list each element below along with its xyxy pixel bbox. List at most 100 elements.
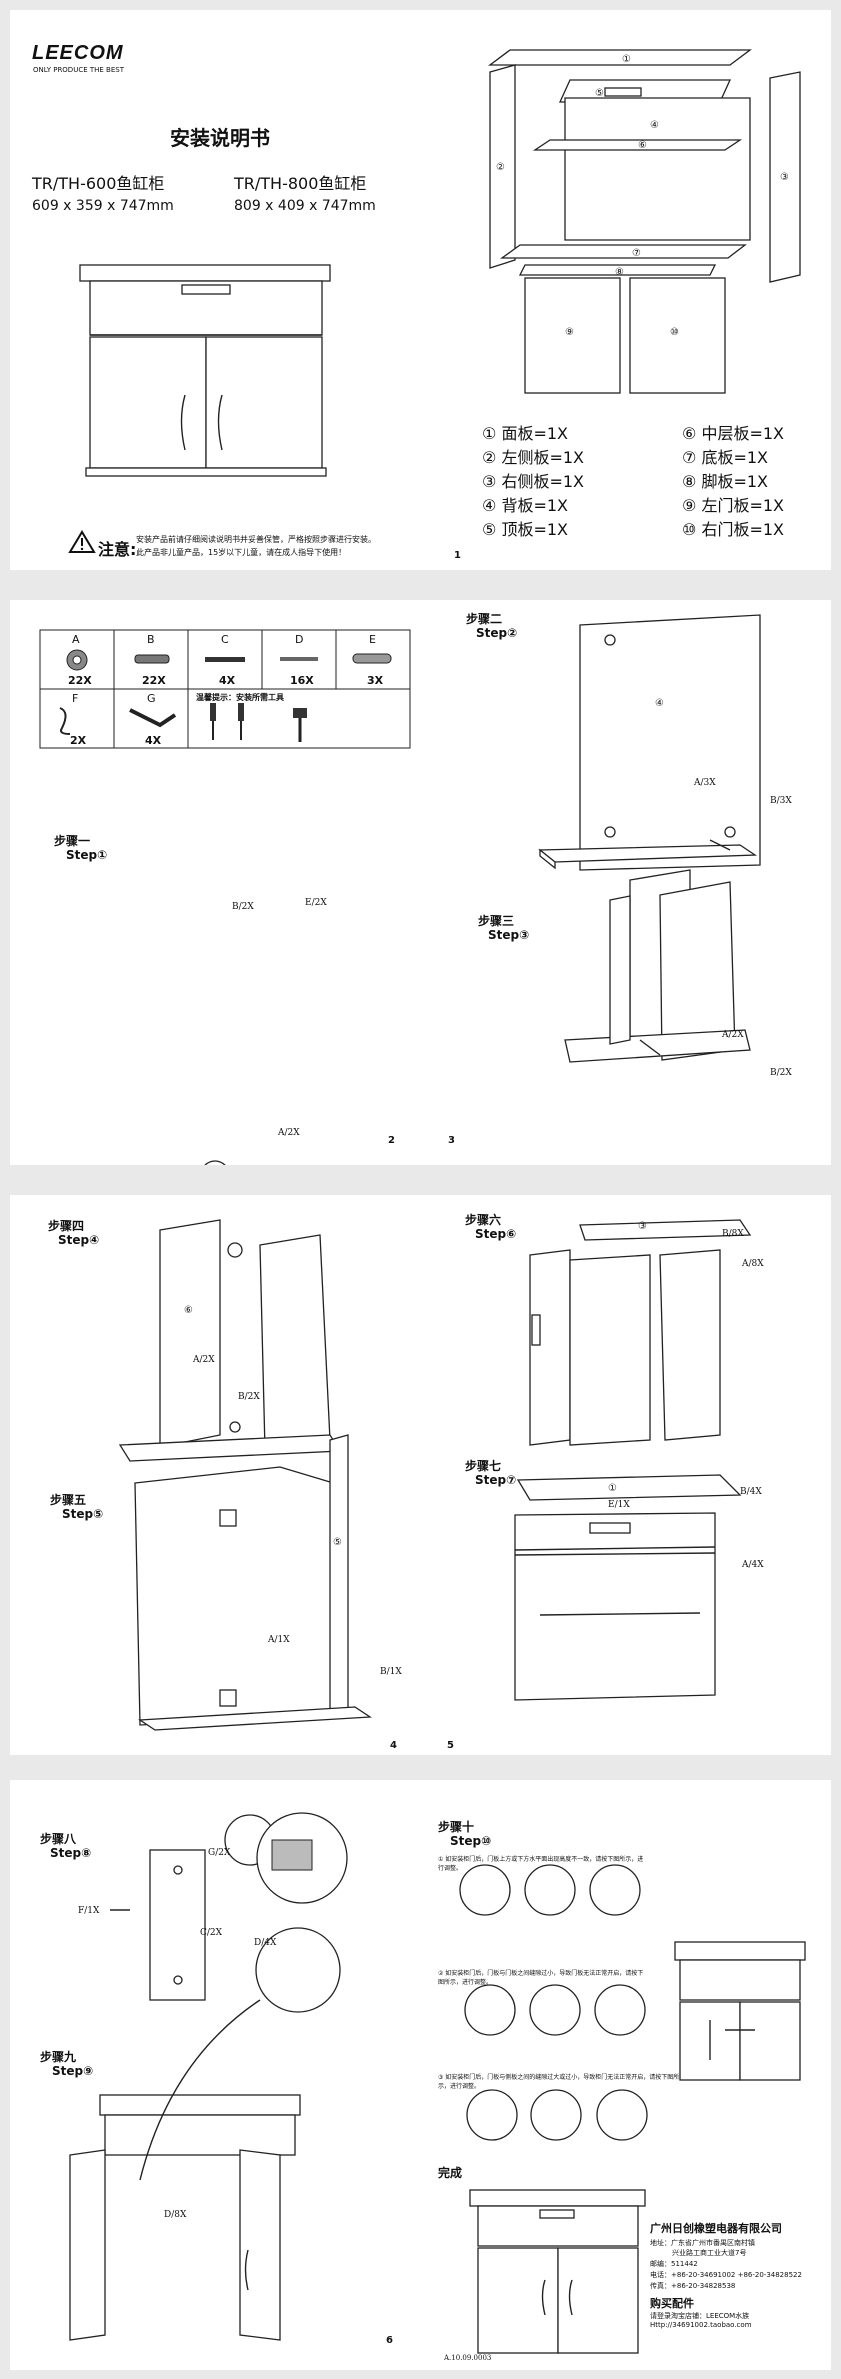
step5-title-cn: 步骤五 xyxy=(50,1493,87,1507)
step2-callout-b: B/3X xyxy=(770,796,792,806)
step4-title-en: Step④ xyxy=(58,1233,100,1247)
page-6: 步骤八 Step⑧ G/2X F/1X C/2X D/4X 步骤九 Step⑨ … xyxy=(10,1780,831,2370)
step7-callout-a: A/4X xyxy=(742,1560,764,1570)
step3-callout-a: A/2X xyxy=(722,1030,744,1040)
step10-diagram xyxy=(459,1864,806,2141)
step10-title-cn: 步骤十 xyxy=(438,1820,475,1834)
step5-callout-b: B/1X xyxy=(380,1667,402,1677)
hw-qty-g: 4X xyxy=(145,734,162,747)
model-800-size: 809 x 409 x 747mm xyxy=(234,198,376,214)
notice-line-1: 安装产品前请仔细阅读说明书并妥善保管，严格按照步骤进行安装。 xyxy=(136,535,376,544)
step3-title-en: Step③ xyxy=(488,928,530,942)
page-number: 6 xyxy=(386,2335,393,2346)
hw-qty-d: 16X xyxy=(290,674,314,687)
step2-part-label: ④ xyxy=(655,698,664,709)
part-9: ⑨ 左门板=1X xyxy=(682,496,784,515)
part-5: ⑤ 顶板=1X xyxy=(482,520,568,539)
svg-text:①: ① xyxy=(622,54,631,65)
model-600-name: TR/TH-600鱼缸柜 xyxy=(32,174,165,193)
step10-note-3: ③ 如安装柜门后，门板与侧板之间的缝隙过大或过小，导致柜门无法正常开启，请按下图… xyxy=(438,2074,680,2090)
step2-diagram xyxy=(538,614,761,871)
page-title: 安装说明书 xyxy=(170,126,270,150)
step8-title-en: Step⑧ xyxy=(50,1846,92,1860)
exploded-view xyxy=(488,49,801,394)
hw-letter-c: C xyxy=(221,633,229,646)
step9-title-cn: 步骤九 xyxy=(40,2050,77,2064)
page-number-left: 2 xyxy=(388,1135,395,1146)
svg-text:⑤: ⑤ xyxy=(595,88,604,99)
part-6: ⑥ 中层板=1X xyxy=(682,424,784,443)
step7-callout-b: B/4X xyxy=(740,1487,762,1497)
page4-drawings xyxy=(69,1812,806,2354)
hw-qty-a: 22X xyxy=(68,674,92,687)
step8-callout-c: C/2X xyxy=(200,1928,223,1938)
step1-diagram xyxy=(204,1160,226,1165)
part-3: ③ 右侧板=1X xyxy=(482,472,584,491)
step9-callout-d: D/8X xyxy=(164,2210,187,2220)
doc-code: A.10.09.0003 xyxy=(444,2354,492,2362)
step6-title-cn: 步骤六 xyxy=(465,1213,502,1227)
shop-url: Http://34691002.taobao.com xyxy=(650,2321,752,2329)
step10-note-1: ① 如安装柜门后，门板上方或下方水平面出现高度不一致，请按下图所示，进行调整。 xyxy=(438,1856,644,1872)
step4-diagram xyxy=(118,1219,342,1462)
hw-qty-b: 22X xyxy=(142,674,166,687)
step1-title-en: Step① xyxy=(66,848,108,862)
page-number-right: 5 xyxy=(447,1740,454,1751)
address: 地址：广东省广州市番禺区南村镇 xyxy=(650,2239,755,2247)
step6-callout-b: B/8X xyxy=(722,1229,744,1239)
step6-part-label: ③ xyxy=(638,1221,647,1232)
page-1: LEECOM ONLY PRODUCE THE BEST 安装说明书 TR/TH… xyxy=(10,10,831,570)
notice-title: 注意: xyxy=(98,540,137,559)
hw-letter-b: B xyxy=(147,633,155,646)
step2-callout-a: A/3X xyxy=(694,778,716,788)
step6-title-en: Step⑥ xyxy=(475,1227,517,1241)
hw-qty-e: 3X xyxy=(367,674,384,687)
part-8: ⑧ 脚板=1X xyxy=(682,472,768,491)
step4-title-cn: 步骤四 xyxy=(48,1219,85,1233)
cabinet-illustration xyxy=(79,264,331,477)
svg-text:②: ② xyxy=(496,162,505,173)
svg-text:⑥: ⑥ xyxy=(638,140,647,151)
brand-logo: LEECOM xyxy=(32,42,124,64)
step2-title-cn: 步骤二 xyxy=(466,612,503,626)
svg-text:③: ③ xyxy=(780,172,789,183)
svg-text:⑨: ⑨ xyxy=(565,327,574,338)
step8-callout-d: D/4X xyxy=(254,1938,277,1948)
step7-diagram xyxy=(514,1474,742,1701)
hw-letter-e: E xyxy=(369,633,376,646)
exploded-labels: ① ⑤ ④ ⑥ ⑦ ⑧ ② ③ ⑨ ⑩ xyxy=(496,54,789,338)
hw-letter-a: A xyxy=(72,633,80,646)
svg-text:⑦: ⑦ xyxy=(632,248,641,259)
part-10: ⑩ 右门板=1X xyxy=(682,520,784,539)
step8-title-cn: 步骤八 xyxy=(40,1832,77,1846)
svg-text:④: ④ xyxy=(650,120,659,131)
step1-title-cn: 步骤一 xyxy=(54,834,91,848)
step10-note-2: ② 如安装柜门后，门板与门板之间缝隙过小，导致门板无法正常开启，请按下图所示，进… xyxy=(438,1970,644,1986)
company-name: 广州日创橡塑电器有限公司 xyxy=(650,2222,782,2235)
step8-callout-f: F/1X xyxy=(78,1906,100,1916)
model-800-name: TR/TH-800鱼缸柜 xyxy=(234,174,367,193)
page3-drawings xyxy=(118,1219,752,1731)
svg-text:⑧: ⑧ xyxy=(615,267,624,278)
phone: 电话：+86-20-34691002 +86-20-34828522 xyxy=(650,2271,802,2279)
page-number: 1 xyxy=(454,550,461,561)
step6-diagram xyxy=(529,1219,752,1446)
step1-callout-e: E/2X xyxy=(305,898,327,908)
hardware-icons xyxy=(59,649,392,742)
step3-title-cn: 步骤三 xyxy=(478,914,515,928)
step7-part-label: ① xyxy=(608,1483,617,1494)
done-label: 完成 xyxy=(438,2166,463,2180)
part-2: ② 左侧板=1X xyxy=(482,448,584,467)
step8-callout-g: G/2X xyxy=(208,1848,231,1858)
page-number-left: 4 xyxy=(390,1740,397,1751)
finished-cabinet xyxy=(469,2189,646,2354)
page-2-3: A B C D E F G 22X 22X 4X 16X 3X 2X 4X 温馨… xyxy=(10,600,831,1165)
part-1: ① 面板=1X xyxy=(482,424,568,443)
address-2: 兴业路工商工业大道7号 xyxy=(672,2249,747,2257)
part-4: ④ 背板=1X xyxy=(482,496,568,515)
step5-title-en: Step⑤ xyxy=(62,1507,104,1521)
step5-callout-a: A/1X xyxy=(268,1635,290,1645)
tools-hint: 温馨提示：安装所需工具 xyxy=(196,693,284,702)
step1-callout-b: B/2X xyxy=(232,902,254,912)
model-600-size: 609 x 359 x 747mm xyxy=(32,198,174,214)
